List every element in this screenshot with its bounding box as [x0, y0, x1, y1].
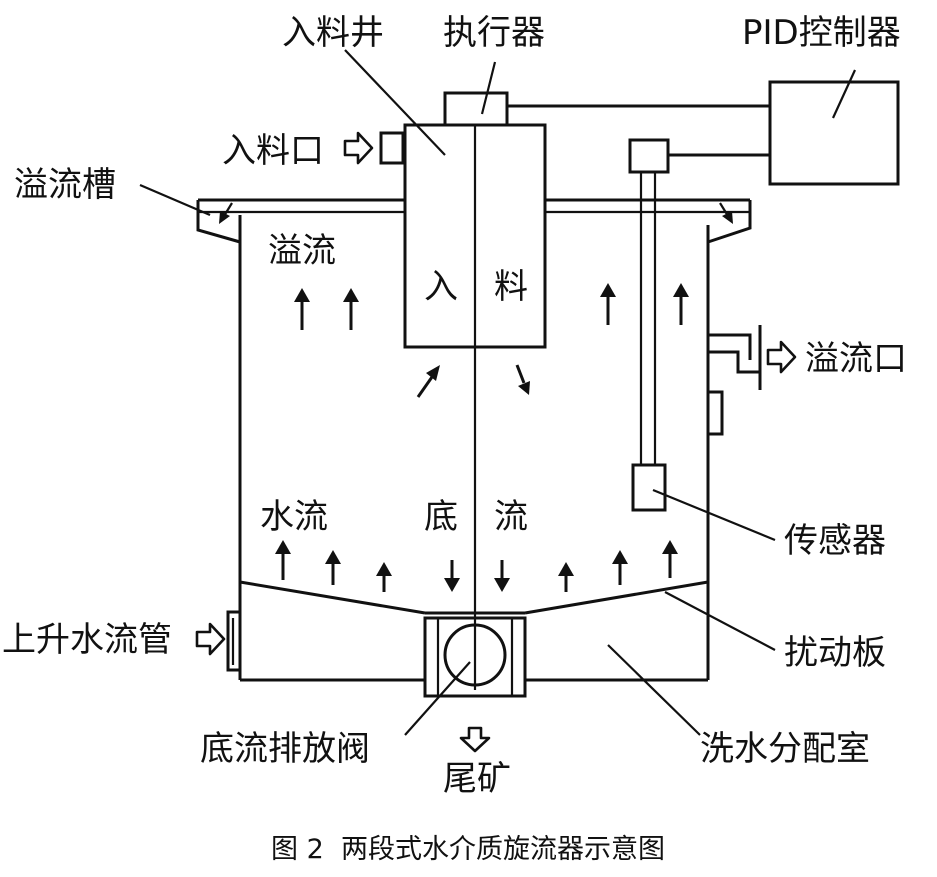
overflow-outlet-arrow — [766, 340, 797, 374]
pid-controller-box — [768, 80, 900, 186]
flow-arrows — [219, 202, 733, 592]
label-actuator: 执行器 — [443, 13, 545, 53]
label-feed-right: 料 — [494, 267, 528, 307]
baffle-plate — [239, 580, 709, 615]
label-overflow: 溢流 — [268, 231, 336, 271]
label-feed-inlet: 入料口 — [222, 131, 324, 171]
label-baffle-plate: 扰动板 — [784, 633, 886, 673]
vessel — [238, 215, 710, 682]
rising-water-pipe — [226, 610, 240, 672]
underflow-valve — [423, 616, 527, 698]
label-sensor: 传感器 — [784, 521, 886, 561]
label-feed-well: 入料井 — [282, 13, 384, 53]
label-pid-controller: PID控制器 — [742, 13, 901, 53]
label-rising-water-pipe: 上升水流管 — [2, 620, 172, 660]
leader-lines — [139, 49, 856, 736]
label-underflow-valve: 底流排放阀 — [200, 729, 370, 769]
label-wash-water-chamber: 洗水分配室 — [700, 729, 870, 769]
labels: 入料井 执行器 PID控制器 入料口 溢流槽 溢流 入 料 溢流口 水流 底 流… — [2, 13, 907, 799]
label-feed-left: 入 — [424, 267, 458, 307]
sensor-assembly — [628, 138, 670, 512]
tailings-arrow — [459, 726, 491, 753]
label-overflow-trough: 溢流槽 — [14, 165, 116, 205]
actuator-box — [443, 91, 509, 127]
overflow-outlet-pipe — [706, 325, 762, 436]
label-underflow-right: 流 — [494, 497, 528, 537]
feed-inlet-arrow — [343, 131, 374, 165]
rising-pipe-arrow — [195, 622, 226, 656]
label-overflow-outlet: 溢流口 — [805, 339, 907, 379]
figure-caption: 图 2 两段式水介质旋流器示意图 — [271, 834, 665, 865]
label-underflow-left: 底 — [424, 497, 458, 537]
feed-inlet-box — [379, 131, 405, 165]
label-water-flow: 水流 — [260, 497, 328, 537]
overflow-trough — [196, 198, 752, 244]
label-tailings: 尾矿 — [443, 759, 511, 799]
